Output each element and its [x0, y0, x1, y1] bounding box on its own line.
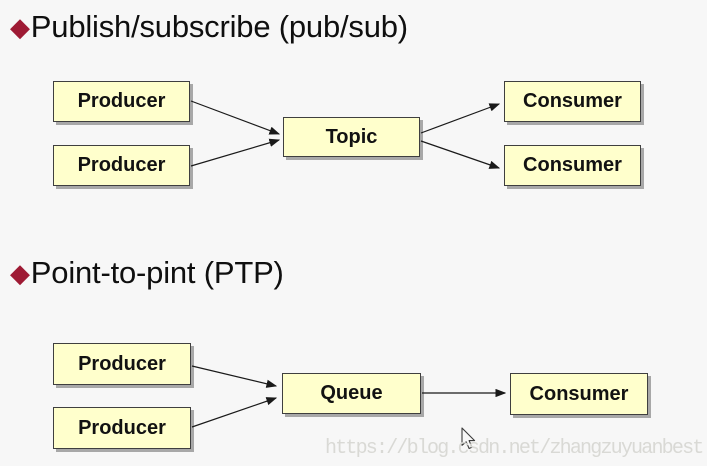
- pubsub-producer-box-2: Producer: [53, 145, 190, 186]
- watermark-text: https://blog.csdn.net/zhangzuyuanbest: [325, 437, 704, 460]
- pubsub-heading: ◆ Publish/subscribe (pub/sub): [10, 9, 408, 45]
- diamond-bullet-icon: ◆: [10, 12, 30, 42]
- arrow-producer3-to-queue: [191, 365, 278, 388]
- pubsub-producer-box-1: Producer: [53, 81, 190, 122]
- pubsub-consumer-box-1: Consumer: [504, 81, 641, 122]
- pubsub-topic-box: Topic: [283, 117, 420, 157]
- ptp-queue-box: Queue: [282, 373, 421, 414]
- diamond-bullet-icon: ◆: [10, 258, 30, 288]
- ptp-producer-box-1: Producer: [53, 343, 191, 385]
- pubsub-heading-label: Publish/subscribe (pub/sub): [30, 9, 408, 44]
- pubsub-consumer-box-2: Consumer: [504, 145, 641, 186]
- ptp-producer-box-2: Producer: [53, 407, 191, 449]
- arrow-topic-to-consumer2: [420, 140, 501, 169]
- ptp-heading: ◆ Point-to-pint (PTP): [10, 255, 284, 291]
- ptp-consumer-box: Consumer: [510, 373, 648, 415]
- arrow-producer2-to-topic: [190, 138, 281, 167]
- ptp-heading-label: Point-to-pint (PTP): [30, 255, 284, 290]
- arrow-producer4-to-queue: [191, 397, 278, 428]
- arrow-producer1-to-topic: [190, 100, 281, 135]
- arrow-topic-to-consumer1: [420, 103, 501, 134]
